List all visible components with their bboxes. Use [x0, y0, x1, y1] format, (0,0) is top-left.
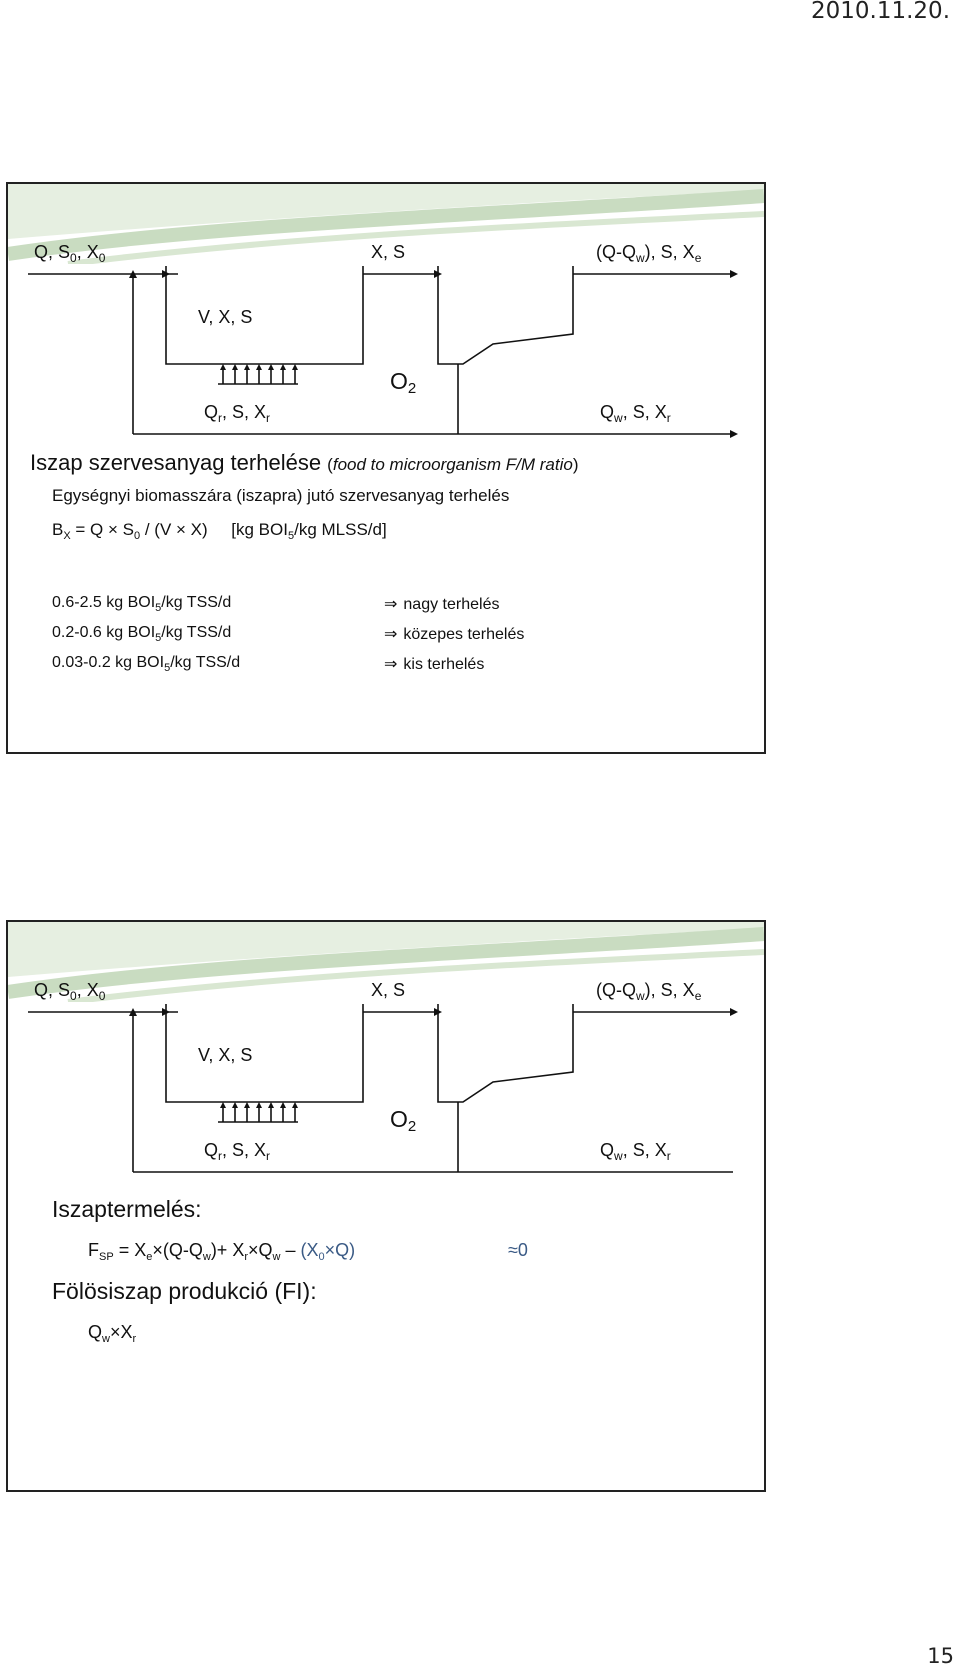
- load-row-1-result: ⇒nagy terhelés: [384, 596, 500, 613]
- implies-arrow-icon: ⇒: [384, 656, 398, 673]
- label-recycle: Qr, S, Xr: [204, 1140, 271, 1163]
- load-row-2-range: 0.2-0.6 kg BOI5/kg TSS/d: [52, 624, 232, 644]
- slide1-formula: BX = Q × S0 / (V × X) [kg BOI5/kg MLSS/d…: [52, 520, 387, 542]
- page-number: 15: [927, 1644, 954, 1668]
- label-tank: V, X, S: [198, 307, 253, 327]
- slide1-title: Iszap szervesanyag terhelése (food to mi…: [30, 450, 579, 475]
- slide-2: Q, S0, X0 X, S (Q-Qw), S, Xe V, X, S O2 …: [6, 920, 766, 1492]
- header-date: 2010.11.20.: [811, 0, 950, 24]
- label-effluent: (Q-Qw), S, Xe: [596, 980, 702, 1003]
- load-row-3-result: ⇒kis terhelés: [384, 656, 485, 673]
- label-inflow: Q, S0, X0: [34, 980, 106, 1003]
- label-oxygen: O2: [390, 368, 417, 397]
- label-waste-sludge: Qw, S, Xr: [600, 1140, 671, 1163]
- load-row-2-result: ⇒közepes terhelés: [384, 626, 525, 643]
- load-row-1-range: 0.6-2.5 kg BOI5/kg TSS/d: [52, 594, 232, 614]
- process-flow-diagram: [28, 1004, 738, 1173]
- heading-excess-sludge: Fölösiszap produkció (FI):: [52, 1278, 317, 1304]
- label-effluent: (Q-Qw), S, Xe: [596, 242, 702, 265]
- load-row-3-range: 0.03-0.2 kg BOI5/kg TSS/d: [52, 654, 241, 674]
- slide-wave-decoration: [8, 184, 764, 264]
- label-tank: V, X, S: [198, 1045, 253, 1065]
- process-flow-diagram: [28, 266, 738, 438]
- formula-fsp: FSP = Xe×(Q-Qw)+ Xr×Qw – (X0×Q): [88, 1240, 356, 1263]
- label-inflow: Q, S0, X0: [34, 242, 106, 265]
- label-mid-flow: X, S: [371, 242, 406, 262]
- label-oxygen: O2: [390, 1106, 417, 1135]
- implies-arrow-icon: ⇒: [384, 596, 398, 613]
- slide-1: Q, S0, X0 X, S (Q-Qw), S, Xe V, X, S O2 …: [6, 182, 766, 754]
- heading-sludge-production: Iszaptermelés:: [52, 1196, 202, 1222]
- slide1-subtitle: Egységnyi biomasszára (iszapra) jutó sze…: [52, 486, 510, 505]
- implies-arrow-icon: ⇒: [384, 626, 398, 643]
- approx-zero: ≈0: [508, 1240, 528, 1260]
- label-recycle: Qr, S, Xr: [204, 402, 271, 425]
- formula-fi: Qw×Xr: [88, 1322, 137, 1345]
- label-mid-flow: X, S: [371, 980, 406, 1000]
- label-waste-sludge: Qw, S, Xr: [600, 402, 671, 425]
- slide-wave-decoration: [8, 922, 764, 1002]
